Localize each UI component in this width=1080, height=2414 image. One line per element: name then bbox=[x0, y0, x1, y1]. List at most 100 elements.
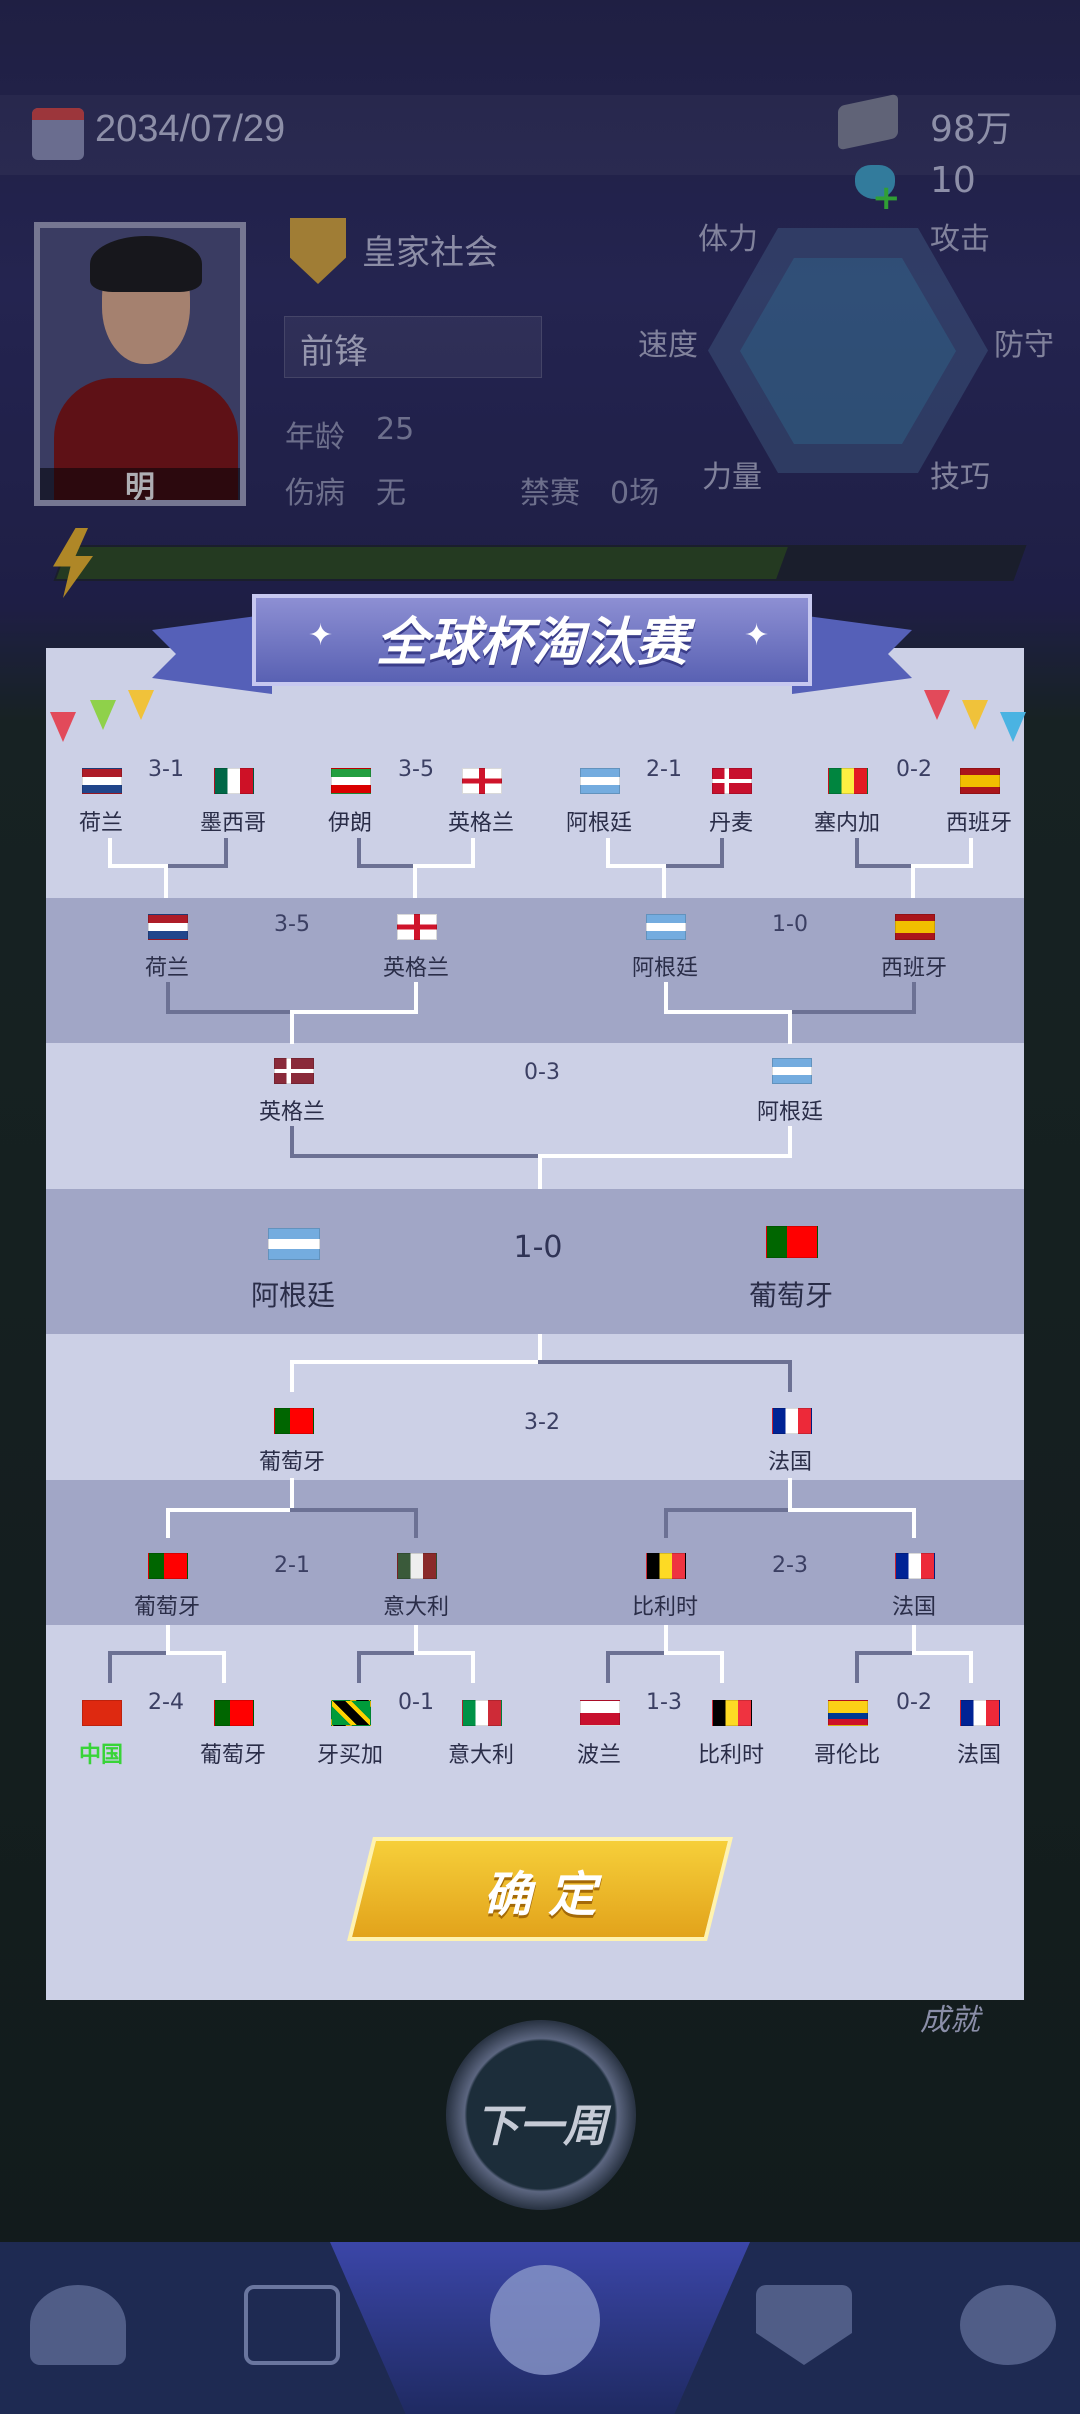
match-score: 2-3 bbox=[772, 1553, 808, 1578]
match-score: 3-1 bbox=[148, 757, 184, 782]
flag-portugal-icon bbox=[274, 1408, 314, 1434]
next-week-label[interactable]: 下一周 bbox=[475, 2101, 607, 2152]
bracket-line bbox=[224, 838, 228, 868]
confirm-button-label[interactable]: 确 定 bbox=[483, 1867, 597, 1923]
bracket-line bbox=[720, 838, 724, 868]
flag-colombia-icon bbox=[828, 1700, 868, 1726]
current-date: 2034/07/29 bbox=[95, 108, 286, 150]
bracket-line bbox=[222, 1651, 226, 1683]
stat-power: 力量 bbox=[702, 460, 762, 495]
flag-portugal-icon bbox=[766, 1226, 818, 1258]
ban-label: 禁赛 bbox=[520, 476, 580, 511]
team-label: 比利时 bbox=[697, 1743, 764, 1768]
bracket-line bbox=[912, 982, 916, 1014]
flag-netherlands-icon bbox=[148, 914, 188, 940]
bracket-line bbox=[788, 1010, 792, 1044]
squad-icon[interactable] bbox=[30, 2285, 126, 2365]
match-score: 3-5 bbox=[274, 912, 310, 937]
bracket-line bbox=[606, 1651, 668, 1655]
bracket-line bbox=[788, 1478, 792, 1512]
injury-label: 伤病 bbox=[285, 476, 345, 511]
modal-title: 全球杯淘汰赛 bbox=[375, 613, 688, 673]
bracket-line bbox=[606, 864, 666, 868]
bracket-line bbox=[108, 1651, 112, 1683]
team-label: 西班牙 bbox=[880, 956, 947, 981]
bracket-line bbox=[166, 1508, 170, 1538]
bracket-line bbox=[108, 864, 168, 868]
match-score: 1-3 bbox=[646, 1690, 682, 1715]
team-label: 英格兰 bbox=[382, 956, 449, 981]
bracket-line bbox=[471, 1651, 475, 1683]
add-gems-button[interactable]: + bbox=[872, 178, 901, 218]
bracket-line bbox=[855, 1651, 859, 1683]
bracket-line bbox=[969, 838, 973, 868]
stat-attack: 攻击 bbox=[930, 222, 990, 257]
bracket-line bbox=[606, 838, 610, 868]
match-score: 3-2 bbox=[524, 1410, 560, 1435]
flag-portugal-icon bbox=[148, 1553, 188, 1579]
trophy-icon[interactable] bbox=[960, 2285, 1056, 2365]
team-label: 葡萄牙 bbox=[258, 1450, 325, 1475]
bracket-line bbox=[720, 1651, 724, 1683]
achievement-button[interactable]: 成就 bbox=[920, 2003, 980, 2038]
bracket-line bbox=[788, 1360, 792, 1392]
flag-france-icon bbox=[895, 1553, 935, 1579]
age-value: 25 bbox=[376, 412, 415, 447]
sparkle-icon: ✦ bbox=[308, 618, 334, 653]
bracket-line bbox=[166, 1010, 292, 1014]
bracket-line bbox=[912, 1625, 916, 1655]
team-label: 阿根廷 bbox=[631, 956, 698, 981]
match-score: 0-2 bbox=[896, 757, 932, 782]
flag-portugal-icon bbox=[214, 1700, 254, 1726]
flag-belgium-icon bbox=[712, 1700, 752, 1726]
flag-netherlands-icon bbox=[82, 768, 122, 794]
flag-jamaica-icon bbox=[331, 1700, 371, 1726]
finalist-label: 阿根廷 bbox=[250, 1279, 335, 1312]
bracket-line bbox=[166, 1651, 226, 1655]
team-label: 英格兰 bbox=[447, 811, 514, 836]
team-label: 西班牙 bbox=[945, 811, 1012, 836]
team-label: 伊朗 bbox=[327, 811, 372, 836]
player-name: 明 bbox=[40, 468, 240, 500]
bracket-line bbox=[357, 1651, 418, 1655]
stat-stamina: 体力 bbox=[698, 222, 758, 257]
band-qf-bottom bbox=[46, 1480, 1024, 1625]
flag-england-icon bbox=[274, 1058, 314, 1084]
player-portrait[interactable]: 明 bbox=[34, 222, 246, 506]
bracket-line bbox=[664, 982, 668, 1014]
flag-argentina-icon bbox=[646, 914, 686, 940]
team-label: 意大利 bbox=[382, 1595, 449, 1620]
flag-belgium-icon bbox=[646, 1553, 686, 1579]
bracket-line bbox=[538, 1154, 792, 1158]
band-final bbox=[46, 1189, 1024, 1334]
bracket-line bbox=[290, 1360, 542, 1364]
bracket-line bbox=[664, 1508, 668, 1538]
pitch-icon[interactable] bbox=[244, 2285, 340, 2365]
title-banner bbox=[252, 594, 812, 686]
player-position: 前锋 bbox=[300, 332, 368, 372]
team-label: 阿根廷 bbox=[756, 1100, 823, 1125]
team-name: 皇家社会 bbox=[362, 233, 498, 273]
age-label: 年龄 bbox=[285, 420, 345, 455]
finalist-label: 葡萄牙 bbox=[748, 1279, 833, 1312]
team-label: 法国 bbox=[956, 1743, 1001, 1768]
bracket-line bbox=[414, 1508, 418, 1538]
flag-italy-icon bbox=[397, 1553, 437, 1579]
soccer-ball-icon[interactable] bbox=[490, 2265, 600, 2375]
bracket-line bbox=[166, 1625, 170, 1655]
ban-value: 0场 bbox=[610, 476, 660, 511]
bracket-line bbox=[538, 1154, 542, 1189]
flag-denmark-icon bbox=[712, 768, 752, 794]
bracket-line bbox=[606, 1651, 610, 1683]
bracket-line bbox=[290, 1478, 294, 1512]
team-label: 丹麦 bbox=[708, 811, 753, 836]
bracket-line bbox=[413, 864, 417, 898]
next-week-button[interactable] bbox=[446, 2020, 636, 2210]
bracket-line bbox=[414, 982, 418, 1014]
bracket-line bbox=[414, 1625, 418, 1655]
injury-value: 无 bbox=[376, 476, 406, 511]
match-score: 0-1 bbox=[398, 1690, 434, 1715]
team-label: 葡萄牙 bbox=[199, 1743, 266, 1768]
flag-spain-icon bbox=[895, 914, 935, 940]
flag-argentina-icon bbox=[268, 1228, 320, 1260]
